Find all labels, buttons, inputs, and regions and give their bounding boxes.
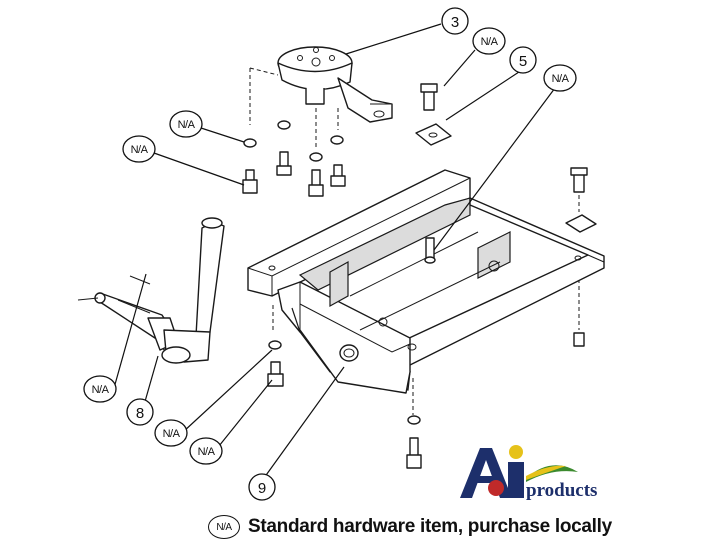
frame-hardware-bottom (406, 378, 422, 469)
leader-lines (113, 23, 556, 479)
logo-word: products (526, 480, 598, 501)
frame-hardware-left (267, 305, 284, 387)
svg-text:N/A: N/A (163, 428, 181, 440)
left-hardware (242, 138, 258, 194)
callout-8: 8 (126, 398, 154, 426)
legend-text: Standard hardware item, purchase locally (248, 516, 612, 537)
callout-5: 5 (509, 46, 537, 74)
na-callout: N/A (154, 419, 188, 447)
na-callout: N/A (189, 437, 223, 465)
ai-products-logo (460, 445, 578, 498)
svg-text:N/A: N/A (92, 384, 110, 396)
legend: N/A Standard hardware item, purchase loc… (208, 512, 612, 542)
part-8-spindle (77, 217, 225, 364)
part-9-axle-support-frame (247, 169, 605, 394)
dashed-guide-line (249, 67, 279, 76)
na-callout: N/A (83, 375, 117, 403)
na-callout: N/A (169, 110, 203, 138)
na-callout: N/A (472, 27, 506, 55)
callout-8-label: 8 (136, 405, 144, 422)
bracket-hardware (276, 120, 346, 197)
svg-text:N/A: N/A (131, 144, 149, 156)
callout-9-label: 9 (258, 480, 266, 497)
svg-text:N/A: N/A (481, 36, 499, 48)
na-callout: N/A (122, 135, 156, 163)
callout-3-label: 3 (451, 14, 459, 31)
svg-text:N/A: N/A (552, 73, 570, 85)
part-5-square-washer (415, 83, 452, 146)
svg-text:N/A: N/A (178, 119, 196, 131)
svg-text:N/A: N/A (198, 446, 216, 458)
legend-na-symbol: N/A (208, 515, 240, 539)
right-hardware (565, 167, 597, 347)
callout-9: 9 (248, 473, 276, 501)
part-3-pivot-bracket (277, 46, 393, 123)
callout-5-label: 5 (519, 53, 527, 70)
na-callout: N/A (543, 64, 577, 92)
callout-3: 3 (441, 7, 469, 35)
logo-wordmark: products (452, 442, 622, 504)
